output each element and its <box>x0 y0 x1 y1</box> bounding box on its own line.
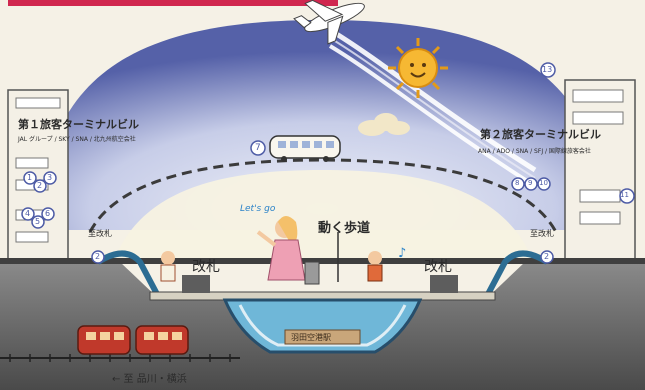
marker-bus: 7 <box>255 143 261 153</box>
marker-1: 1 <box>27 173 33 182</box>
stairs-right-label: 至改札 <box>530 229 554 238</box>
cloud-icon <box>358 113 410 136</box>
terminal-2-airlines: ANA / ADO / SNA / SFJ / 国際線旅客会社 <box>478 148 591 155</box>
title-bar <box>8 0 338 6</box>
bus-icon <box>269 135 341 162</box>
music-note-icon: ♪ <box>398 246 407 261</box>
sun-icon <box>388 38 448 98</box>
dome-dashed-line <box>88 158 558 233</box>
stairs-left-label: 至改札 <box>88 229 112 238</box>
marker-9: 9 <box>528 179 533 187</box>
marker-3: 3 <box>47 173 53 182</box>
lets-go-label: Let's go <box>240 204 276 214</box>
terminal-1-name: 第１旅客ターミナルビル <box>18 118 139 131</box>
marker-11: 11 <box>620 191 629 199</box>
train-icon <box>77 325 189 355</box>
marker-right-low: 2 <box>544 252 550 261</box>
direction-label: ← 至 品川・横浜 <box>112 374 187 385</box>
traveler-child-right-icon <box>367 251 383 282</box>
station-name-label: 羽田空港駅 <box>291 333 331 342</box>
marker-left-low: 2 <box>95 252 101 261</box>
marker-10: 10 <box>539 179 548 187</box>
marker-4: 4 <box>25 209 31 218</box>
marker-2: 2 <box>37 181 43 190</box>
sky-dome <box>40 20 605 230</box>
traveler-child-left-icon <box>160 251 176 282</box>
marker-5: 5 <box>35 217 41 226</box>
terminal-2-building <box>564 79 636 261</box>
moving-walkway-label: 動く歩道 <box>318 221 371 236</box>
marker-top-right: 13 <box>542 65 553 74</box>
gate-left-label: 改札 <box>192 259 220 275</box>
marker-6: 6 <box>45 209 51 218</box>
marker-8: 8 <box>515 179 520 187</box>
station-tunnel <box>222 298 423 354</box>
traveler-woman-icon <box>256 216 320 285</box>
terminal-2-name: 第２旅客ターミナルビル <box>480 128 601 141</box>
airplane-icon <box>293 0 365 45</box>
gate-right-label: 改札 <box>424 259 452 275</box>
terminal-1-airlines: JAL グループ / SKY / SNA / 北九州航空会社 <box>18 136 136 143</box>
walkway-dome <box>115 170 532 258</box>
